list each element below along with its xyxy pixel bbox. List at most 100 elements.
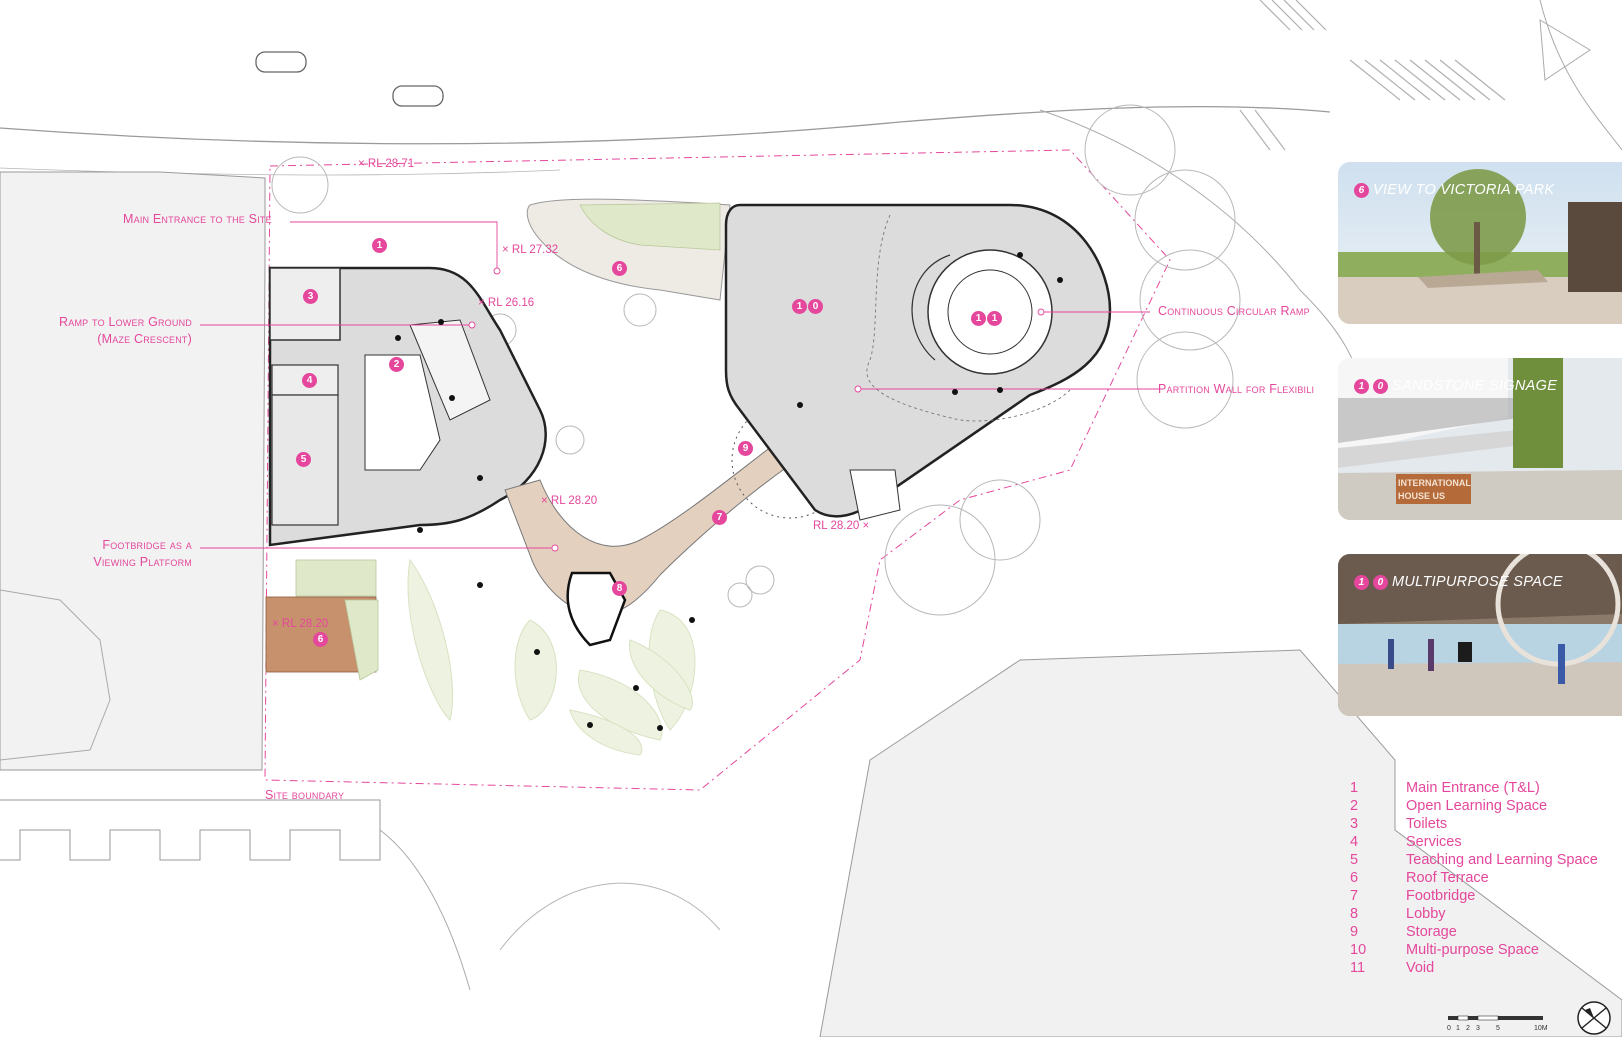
legend-label: Open Learning Space bbox=[1406, 798, 1548, 814]
legend-row: 9 Storage bbox=[1350, 923, 1598, 941]
rl-top-level: × RL 28.71 bbox=[358, 158, 415, 170]
legend-num: 2 bbox=[1350, 798, 1359, 814]
legend-label: Storage bbox=[1406, 924, 1457, 940]
view-2-num-a: 1 bbox=[1354, 378, 1369, 394]
legend-num: 1 bbox=[1350, 780, 1359, 796]
scale-bar-graphic bbox=[1448, 1015, 1543, 1021]
neighbour-building-left bbox=[0, 171, 266, 771]
legend-num: 7 bbox=[1350, 888, 1359, 904]
main-entrance-annotation: Main Entrance to the Site bbox=[123, 212, 272, 226]
marker-11-a: 1 bbox=[971, 311, 986, 326]
marker-5: 5 bbox=[296, 452, 311, 467]
marker-8: 8 bbox=[612, 581, 627, 596]
marker-11-b: 1 bbox=[987, 311, 1002, 326]
legend-num: 3 bbox=[1350, 816, 1359, 832]
legend-row: 2 Open Learning Space bbox=[1350, 797, 1598, 815]
marker-7: 7 bbox=[712, 510, 727, 525]
legend-label: Footbridge bbox=[1406, 888, 1476, 904]
view-2-num-b: 0 bbox=[1373, 378, 1388, 394]
crosswalk bbox=[1239, 0, 1506, 151]
partition-wall-annotation: Partition Wall for Flexibili bbox=[1158, 382, 1315, 396]
legend-num: 9 bbox=[1350, 924, 1359, 940]
legend-label: Services bbox=[1406, 834, 1462, 850]
scale-tick-2: 2 bbox=[1466, 1025, 1470, 1032]
rl-right-value: RL 28.20 bbox=[813, 520, 860, 532]
legend-label: Roof Terrace bbox=[1406, 870, 1489, 886]
marker-2: 2 bbox=[389, 357, 404, 372]
legend-label: Multi-purpose Space bbox=[1406, 942, 1539, 958]
scale-tick-3: 3 bbox=[1476, 1025, 1480, 1032]
neighbour-building-right bbox=[819, 649, 1622, 1037]
legend-num: 10 bbox=[1350, 942, 1367, 958]
rl-2732-value: RL 27.32 bbox=[511, 244, 559, 256]
view-card-sandstone-signage: INTERNATIONAL HOUSE US 1 0 Sandstone Sig… bbox=[1338, 358, 1622, 520]
rl-bridge-level: × RL 28.20 bbox=[541, 495, 598, 507]
terrace-green-side bbox=[344, 599, 379, 681]
rl-2732-level: × RL 27.32 bbox=[502, 244, 559, 256]
terrace-green bbox=[295, 559, 377, 597]
footbridge bbox=[504, 439, 791, 616]
rl-bridge-value: RL 28.20 bbox=[550, 495, 598, 507]
footbridge-annotation-line2: Viewing Platform bbox=[93, 555, 192, 569]
legend-num: 5 bbox=[1350, 852, 1359, 868]
rl-2616-level: × RL 26.16 bbox=[478, 297, 535, 309]
view-1-num-a: 6 bbox=[1354, 182, 1369, 198]
car-1 bbox=[255, 51, 307, 73]
legend: 1 Main Entrance (T&L) 2 Open Learning Spac… bbox=[1350, 779, 1598, 977]
legend-label: Main Entrance (T&L) bbox=[1406, 780, 1540, 796]
road-arrow bbox=[1539, 19, 1591, 81]
marker-6-top: 6 bbox=[612, 261, 627, 276]
road-edge bbox=[0, 105, 1331, 145]
neighbour-bottom-curve bbox=[379, 829, 471, 991]
marker-10-b: 0 bbox=[808, 299, 823, 314]
marker-6-terrace: 6 bbox=[313, 632, 328, 647]
north-arrow-icon bbox=[1577, 1001, 1611, 1035]
neighbour-bottom-arc bbox=[499, 882, 721, 951]
view-3-num-a: 1 bbox=[1354, 574, 1369, 590]
legend-label: Teaching and Learning Space bbox=[1406, 852, 1598, 868]
lobby-glass bbox=[566, 571, 627, 647]
legend-num: 8 bbox=[1350, 906, 1359, 922]
marker-9: 9 bbox=[738, 441, 753, 456]
view-card-victoria-park: 6 View to Victoria Park bbox=[1338, 162, 1622, 324]
ramp-dashed-path bbox=[866, 214, 1071, 422]
view-title-1: 6 View to Victoria Park bbox=[1354, 182, 1554, 198]
neighbour-building-bottom bbox=[0, 799, 381, 861]
view-2-title: Sandstone Signage bbox=[1392, 378, 1558, 394]
site-boundary-annotation: Site boundary bbox=[265, 788, 345, 802]
rl-top-value: RL 28.71 bbox=[367, 158, 415, 170]
view-3-title: Multipurpose Space bbox=[1392, 574, 1563, 590]
ramp-annotation: Ramp to Lower Ground (Maze Crescent) bbox=[20, 314, 192, 348]
legend-row: 6 Roof Terrace bbox=[1350, 869, 1598, 887]
view-title-2: 1 0 Sandstone Signage bbox=[1354, 378, 1557, 394]
circular-ramp-annotation: Continuous Circular Ramp bbox=[1158, 304, 1310, 318]
legend-row: 7 Footbridge bbox=[1350, 887, 1598, 905]
view-title-3: 1 0 Multipurpose Space bbox=[1354, 574, 1563, 590]
marker-10-a: 1 bbox=[792, 299, 807, 314]
view-3-num-b: 0 bbox=[1373, 574, 1388, 590]
rl-2616-value: RL 26.16 bbox=[487, 297, 535, 309]
car-2 bbox=[392, 85, 444, 107]
legend-num: 6 bbox=[1350, 870, 1359, 886]
legend-row: 5 Teaching and Learning Space bbox=[1350, 851, 1598, 869]
rl-right-level: RL 28.20 × bbox=[813, 520, 870, 532]
scale-tick-1: 1 bbox=[1456, 1025, 1460, 1032]
ramp-annotation-line1: Ramp to Lower Ground bbox=[59, 315, 192, 329]
top-planter-green bbox=[579, 202, 721, 251]
right-building bbox=[724, 203, 1112, 518]
multipurpose-render bbox=[1338, 554, 1622, 716]
legend-label: Toilets bbox=[1406, 816, 1448, 832]
road-edge-2 bbox=[0, 167, 561, 176]
core-void bbox=[364, 354, 441, 471]
legend-num: 4 bbox=[1350, 834, 1359, 850]
legend-row: 4 Services bbox=[1350, 833, 1598, 851]
marker-4: 4 bbox=[302, 373, 317, 388]
road-curve-2 bbox=[1539, 0, 1622, 151]
view-1-title: View to Victoria Park bbox=[1373, 182, 1555, 198]
stair-right bbox=[849, 469, 901, 521]
marker-3: 3 bbox=[303, 289, 318, 304]
landscape-dots bbox=[417, 527, 695, 731]
